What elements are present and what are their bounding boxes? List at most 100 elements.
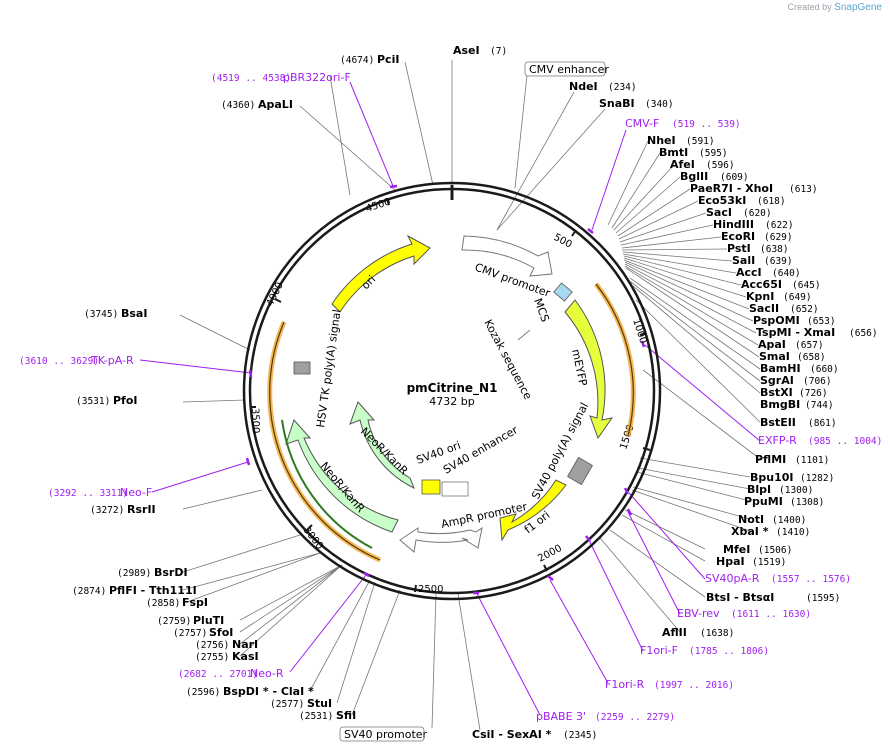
site-pspomi-pos: (653) (807, 316, 836, 327)
site-aflii: AflII (662, 626, 687, 639)
site-ecori-pos: (629) (764, 232, 793, 243)
leader-lines (179, 60, 761, 731)
site-smai: SmaI (759, 350, 790, 363)
site-pcii-pos: (4674) (340, 55, 374, 66)
site-btsi: BtsI - BtsαI (706, 591, 774, 604)
site-rsrii-pos: (3272) (90, 505, 124, 516)
site-bspdi-clai: BspDI * - ClaI * (223, 685, 314, 698)
site-hindiii-pos: (622) (765, 220, 794, 231)
site-paer7i-xhoi-pos: (613) (789, 184, 818, 195)
site-acci: AccI (736, 266, 762, 279)
neor-orf-line (281, 419, 373, 549)
primer-ebv-rev-range: (1611 .. 1630) (731, 609, 811, 620)
plasmid-name: pmCitrine_N1 (407, 381, 498, 396)
right-site-labels: AseI (7) NdeI (234) SnaBI (340) NheI (59… (453, 44, 878, 741)
site-sgrai-pos: (706) (803, 376, 832, 387)
site-apali-pos: (4360) (221, 100, 255, 111)
site-bspdi-clai-pos: (2596) (186, 687, 220, 698)
site-nhei-pos: (591) (686, 136, 715, 147)
site-fspi-pos: (2858) (146, 598, 180, 609)
site-psti: PstI (727, 242, 751, 255)
primer-neo-r-range: (2682 .. 2701) (178, 669, 258, 680)
meyfp-orf-line (595, 283, 634, 437)
site-bglii: BglII (680, 170, 708, 183)
tick-marks (250, 198, 651, 593)
primer-exfp-r-range: (985 .. 1004) (808, 436, 882, 447)
site-fspi: FspI (182, 596, 208, 609)
site-afei-pos: (596) (706, 160, 735, 171)
site-bsrdi: BsrDI (154, 566, 188, 579)
site-pspomi: PspOMI (753, 314, 800, 327)
site-bpu10i-pos: (1282) (800, 473, 834, 484)
site-sfii: SfiI (336, 709, 356, 722)
snapgene-logo: SnapGene (834, 2, 882, 13)
site-pflmi: PflMI (755, 453, 786, 466)
primer-marks (245, 184, 646, 595)
ori-feature (331, 234, 431, 313)
site-blpi-pos: (1300) (779, 485, 813, 496)
site-acc65i-pos: (645) (792, 280, 821, 291)
site-kpni: KpnI (746, 290, 774, 303)
site-sali: SalI (732, 254, 755, 267)
site-stui: StuI (307, 697, 332, 710)
site-bsai: BsaI (121, 307, 147, 320)
site-acci-pos: (640) (772, 268, 801, 279)
primer-sv40pa-r: SV40pA-R (705, 572, 760, 585)
site-saci-pos: (620) (743, 208, 772, 219)
tick-label-2500: 2500 (418, 584, 443, 595)
tick-label-3500: 3500 (249, 408, 261, 434)
site-xbai: XbaI * (731, 525, 769, 538)
site-bmgbi: BmgBI (760, 398, 800, 411)
site-bsteii: BstEII (760, 416, 796, 429)
primer-f1ori-r-range: (1997 .. 2016) (654, 680, 734, 691)
site-paer7i-xhoi: PaeR7I - XhoI (690, 182, 773, 195)
sv40-promoter-label: SV40 promoter (344, 728, 428, 741)
site-mfei: MfeI (723, 543, 750, 556)
site-sfoi: SfoI (209, 626, 233, 639)
site-pfoi: PfoI (113, 394, 138, 407)
sv40-promoter-box (339, 726, 425, 742)
site-apali: ApaLI (258, 98, 293, 111)
ampr-promoter-feature (399, 526, 483, 553)
primer-lines (139, 81, 761, 716)
site-eco53ki-pos: (618) (757, 196, 786, 207)
features (267, 234, 636, 563)
primer-tk-pa-r-range: (3610 .. 3629) (19, 356, 99, 367)
primer-pbr322ori-f-range: (4519 .. 4538) (211, 73, 291, 84)
site-rsrii: RsrII (127, 503, 156, 516)
neor-inner-label: NeoR/KanR (358, 425, 411, 478)
credit-prefix: Created by (787, 2, 832, 12)
site-bmgbi-pos: (744) (805, 400, 834, 411)
site-ppumi: PpuMI (744, 495, 783, 508)
site-sgrai: SgrAI (760, 374, 794, 387)
site-bmti-pos: (595) (699, 148, 728, 159)
site-mfei-pos: (1506) (758, 545, 792, 556)
tick-label-500: 500 (552, 232, 574, 251)
site-nari: NarI (232, 638, 258, 651)
mcs-feature (553, 282, 573, 302)
site-smai-pos: (658) (797, 352, 826, 363)
site-blpi: BlpI (747, 483, 771, 496)
site-asei-pos: (7) (490, 46, 507, 57)
site-ndei: NdeI (569, 80, 598, 93)
site-pluti-pos: (2759) (157, 616, 191, 627)
hsv-tk-polya-label: HSV TK poly(A) signal (314, 309, 343, 429)
site-bamhi: BamHI (760, 362, 801, 375)
site-sali-pos: (639) (764, 256, 793, 267)
primer-ebv-rev: EBV-rev (677, 607, 720, 620)
site-apai-pos: (657) (795, 340, 824, 351)
primer-f1ori-f-range: (1785 .. 1806) (689, 646, 769, 657)
sv40-polya-feature (567, 456, 593, 486)
site-tspmi-xmai-pos: (656) (849, 328, 878, 339)
site-pflmi-pos: (1101) (795, 455, 829, 466)
site-ecori: EcoRI (721, 230, 755, 243)
f1-ori-feature (499, 479, 567, 542)
primer-f1ori-f: F1ori-F (640, 644, 678, 657)
primer-pbr322ori-f: pBR322ori-F (283, 71, 351, 84)
site-pflfi-tth111i-pos: (2874) (72, 586, 106, 597)
primer-labels: CMV-F (519 .. 539) EXFP-R (985 .. 1004) … (19, 71, 882, 723)
site-noti: NotI (738, 513, 764, 526)
site-apai: ApaI (758, 338, 786, 351)
site-aflii-pos: (1638) (700, 628, 734, 639)
site-snabi-pos: (340) (645, 99, 674, 110)
